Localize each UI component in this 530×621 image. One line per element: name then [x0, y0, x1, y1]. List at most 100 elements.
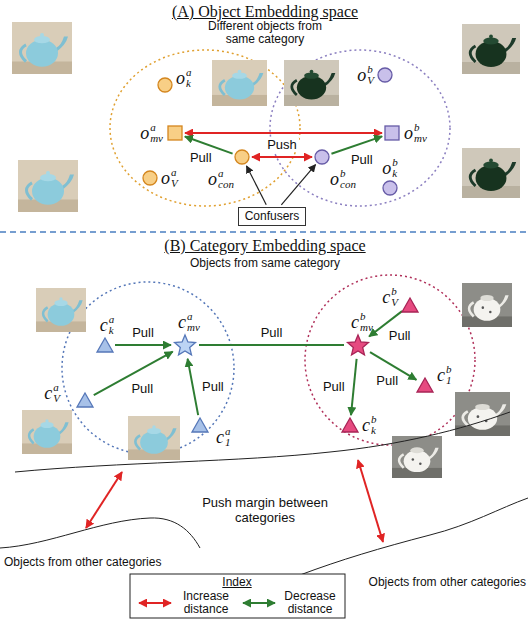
symbol-letter: o	[140, 123, 149, 143]
category-center: camv	[173, 333, 197, 357]
object-point: obV	[377, 67, 393, 83]
subscript: k	[109, 325, 115, 336]
multiview-point: oamv	[167, 125, 183, 141]
category-center: cbmv	[346, 333, 370, 357]
symbol-letter: o	[330, 169, 339, 189]
category-point: caV	[76, 392, 94, 408]
subscript: k	[186, 78, 192, 89]
marker-shape	[378, 68, 392, 82]
legend-line	[243, 602, 275, 604]
script-stack: b1	[446, 364, 452, 386]
superscript: a	[171, 167, 178, 178]
edge-label: Pull	[387, 329, 413, 343]
point-marker	[167, 125, 183, 141]
point-marker	[173, 333, 197, 357]
symbol-letter: c	[216, 427, 224, 447]
script-stack: ak	[186, 67, 192, 89]
section-title: (A) Object Embedding space	[172, 3, 358, 21]
script-stack: acon	[218, 168, 234, 190]
point-marker	[384, 125, 400, 141]
point-marker	[314, 149, 330, 165]
subscript: V	[367, 75, 374, 86]
point-label: cbmv	[351, 311, 373, 333]
point-label: cak	[100, 314, 115, 336]
subscript: V	[53, 393, 60, 404]
annotation: Push margin between categories	[197, 495, 333, 525]
object-point: oak	[157, 77, 173, 93]
point-label: caV	[44, 382, 60, 404]
symbol-letter: o	[404, 123, 413, 143]
subscript: mv	[360, 322, 373, 333]
legend-line	[139, 602, 171, 604]
annotation: Different objects from same category	[204, 20, 326, 46]
edge-label: Pull	[130, 326, 156, 340]
marker-shape	[77, 393, 93, 407]
annotation: Objects from other categories	[4, 556, 161, 569]
category-point: ca1	[191, 417, 209, 433]
superscript: b	[340, 168, 356, 179]
symbol-letter: o	[161, 168, 170, 188]
box-text: Confusers	[245, 209, 300, 223]
superscript: a	[218, 168, 234, 179]
point-label: obcon	[330, 168, 356, 190]
point-marker	[191, 417, 209, 433]
category-point: cb1	[416, 377, 434, 393]
point-label: camv	[178, 311, 200, 333]
script-stack: bmv	[360, 311, 373, 333]
edge-label: Pull	[374, 374, 400, 388]
script-stack: bV	[367, 64, 374, 86]
subscript: mv	[414, 133, 427, 144]
superscript: b	[414, 122, 427, 133]
marker-shape	[143, 171, 157, 185]
cluster-outline	[305, 275, 475, 445]
point-label: cb1	[437, 364, 452, 386]
symbol-letter: c	[44, 383, 52, 403]
marker-shape	[315, 150, 329, 164]
script-stack: bcon	[340, 168, 356, 190]
legend-item: Increase distance	[136, 590, 234, 616]
point-marker	[346, 333, 370, 357]
point-marker	[401, 297, 419, 313]
margin-boundary	[15, 412, 510, 472]
marker-shape	[168, 126, 182, 140]
object-point: obk	[382, 180, 398, 196]
object-photo	[36, 288, 86, 332]
script-stack: a1	[225, 426, 231, 448]
point-label: cbV	[382, 286, 398, 308]
marker-shape	[385, 126, 399, 140]
connector	[199, 344, 344, 346]
symbol-letter: c	[437, 365, 445, 385]
point-marker	[76, 392, 94, 408]
confuser-box: Confusers	[238, 207, 307, 226]
separator-line	[0, 231, 530, 233]
category-point: cbV	[401, 297, 419, 313]
edge-label: Pull	[200, 380, 226, 394]
point-label: cbk	[362, 414, 377, 436]
section-title: (B) Category Embedding space	[164, 237, 365, 255]
connector	[115, 344, 171, 346]
superscript: b	[367, 64, 374, 75]
connector	[247, 166, 267, 205]
marker-shape	[342, 418, 358, 432]
marker-shape	[383, 181, 397, 195]
subscript: V	[171, 178, 178, 189]
superscript: b	[446, 364, 452, 375]
edge-label: Pull	[188, 151, 214, 165]
marker-shape	[192, 418, 208, 432]
legend-item: Decrease distance	[240, 590, 338, 616]
cluster-outline	[110, 50, 300, 206]
legend-sample	[240, 597, 278, 609]
marker-shape	[402, 298, 418, 312]
cluster-outline	[270, 50, 450, 206]
connector	[188, 359, 199, 415]
script-stack: amv	[187, 311, 200, 333]
point-label: ca1	[216, 426, 231, 448]
point-label: oaV	[161, 167, 178, 189]
marker-shape	[417, 378, 433, 392]
legend-text: Increase distance	[178, 590, 234, 616]
superscript: a	[186, 67, 192, 78]
superscript: b	[391, 286, 398, 297]
superscript: a	[225, 426, 231, 437]
point-label: oacon	[208, 168, 234, 190]
object-photo	[284, 60, 339, 106]
